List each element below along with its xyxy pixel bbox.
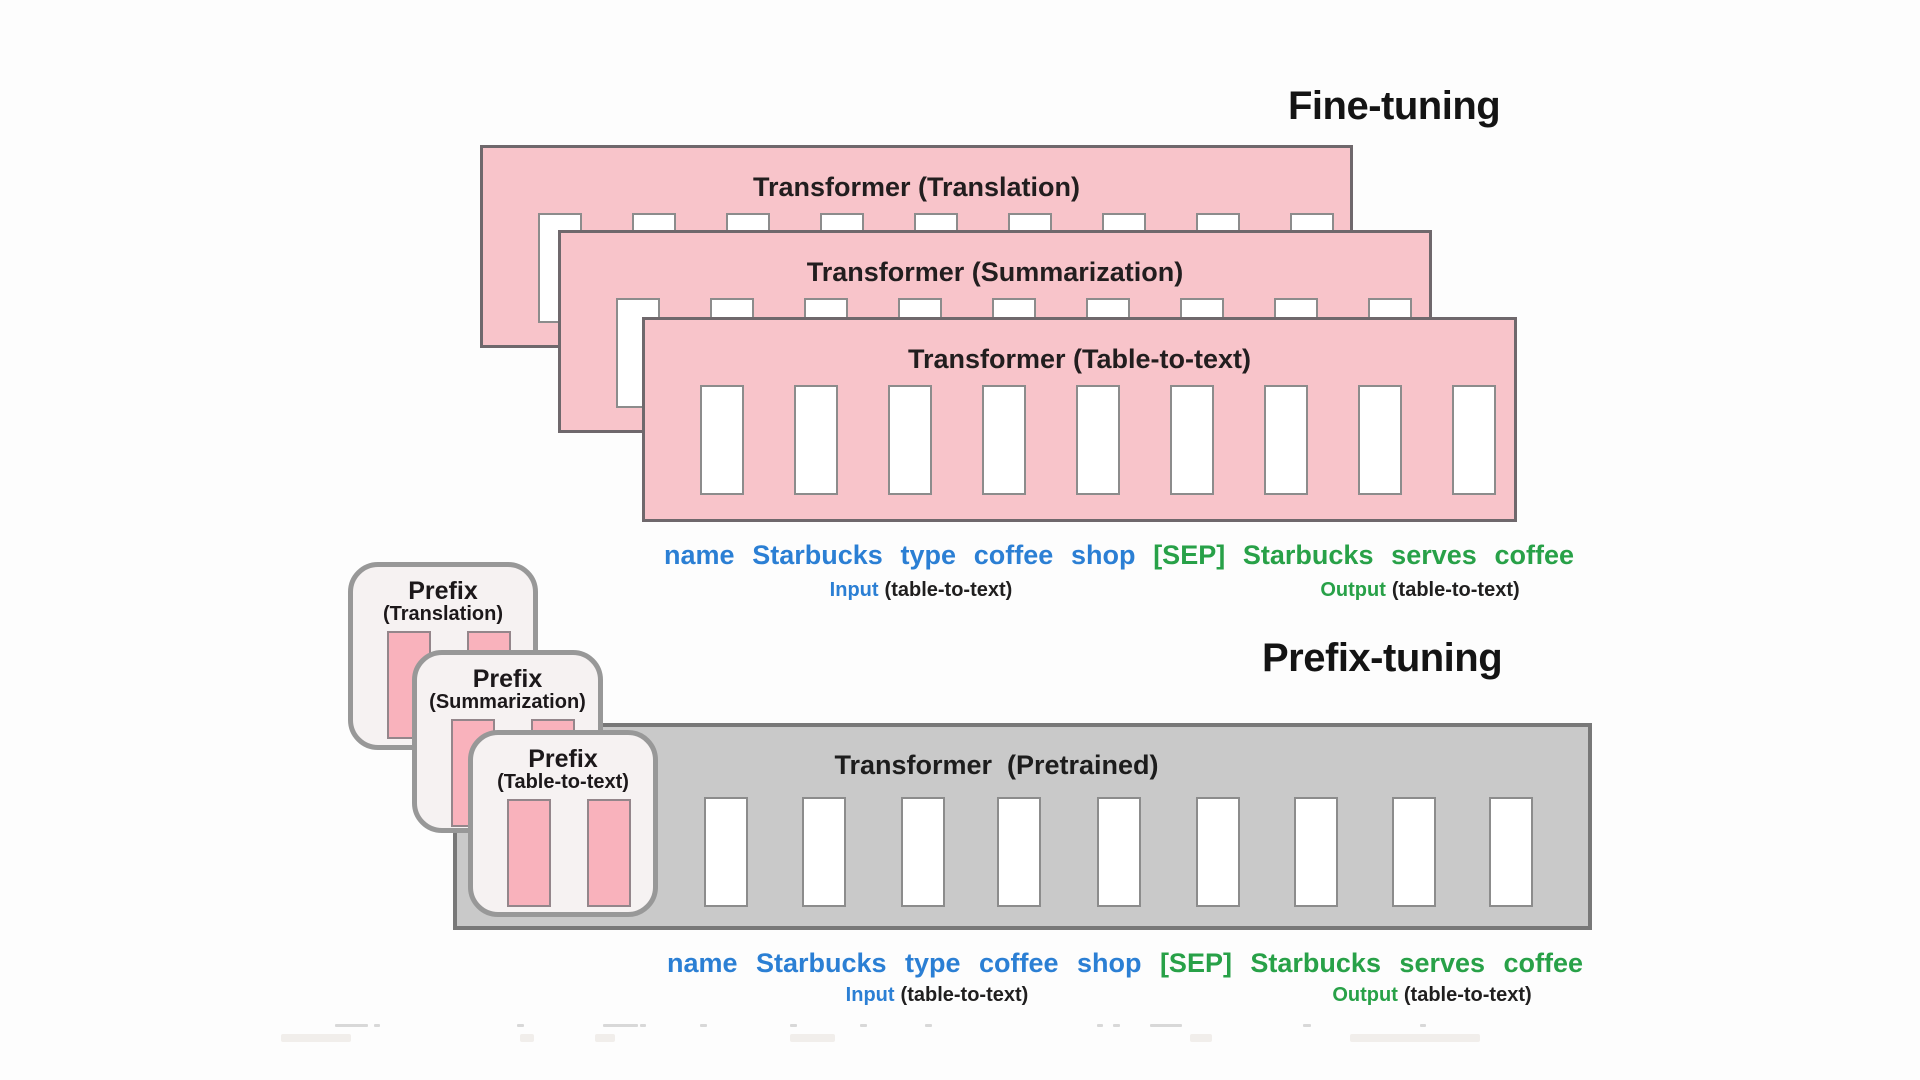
output-token: Starbucks — [1250, 948, 1381, 978]
input-token: type — [900, 540, 957, 570]
output-token: serves — [1391, 540, 1477, 570]
transformer-box-title: Transformer (Summarization) — [806, 257, 1184, 287]
pretrained-transformer-title: Transformer (Pretrained) — [834, 750, 1159, 780]
token-slot — [704, 797, 748, 907]
output-token: coffee — [1503, 948, 1583, 978]
task-caption: (table-to-text) — [900, 984, 1029, 1006]
task-caption: (table-to-text) — [1391, 579, 1520, 601]
task-caption: (table-to-text) — [884, 579, 1013, 601]
prefix-activation-slot — [507, 799, 551, 907]
prefix-card-subtitle: (Summarization) — [429, 691, 586, 714]
output-caption: Output(table-to-text) — [1320, 579, 1519, 602]
fine-tuning-heading: Fine-tuning — [1288, 84, 1501, 128]
caption-artifact — [790, 1024, 797, 1027]
caption-artifact — [520, 1034, 534, 1042]
token-row: name Starbucks type coffee shop [SEP] Starbuck… — [664, 540, 1574, 571]
caption-artifact — [1190, 1034, 1212, 1042]
token-row: name Starbucks type coffee shop [SEP] Starbuck… — [667, 948, 1583, 979]
token-slot — [700, 385, 744, 495]
token-slot — [1294, 797, 1338, 907]
caption-artifact — [640, 1024, 646, 1027]
prefix-activation-slot — [587, 799, 631, 907]
caption-artifact — [790, 1034, 835, 1042]
prefix-card-subtitle: (Table-to-text) — [497, 771, 629, 794]
caption-artifact — [700, 1024, 707, 1027]
input-caption: Input(table-to-text) — [846, 984, 1029, 1007]
caption-artifact — [517, 1024, 524, 1027]
output-caption-word: Output — [1332, 984, 1398, 1006]
caption-artifact — [595, 1034, 615, 1042]
caption-artifact — [1420, 1024, 1426, 1027]
token-slot — [1452, 385, 1496, 495]
caption-artifact — [335, 1024, 368, 1027]
token-slot — [888, 385, 932, 495]
token-slot — [1076, 385, 1120, 495]
input-caption-word: Input — [829, 579, 879, 601]
caption-artifact — [925, 1024, 932, 1027]
prefix-tuning-heading: Prefix-tuning — [1262, 636, 1503, 680]
token-slot — [982, 385, 1026, 495]
prefix-card-table-to-text: Prefix(Table-to-text) — [468, 730, 658, 917]
caption-artifact — [603, 1024, 638, 1027]
input-caption: Input(table-to-text) — [830, 579, 1013, 602]
prefix-card-title: Prefix — [408, 577, 478, 605]
prefix-card-subtitle: (Translation) — [382, 603, 503, 626]
prefix-card-title: Prefix — [528, 745, 598, 773]
token-slot — [794, 385, 838, 495]
caption-artifact — [1097, 1024, 1103, 1027]
output-token: serves — [1399, 948, 1486, 978]
token-slot — [1264, 385, 1308, 495]
input-token: name — [664, 540, 735, 570]
input-token: shop — [1076, 948, 1142, 978]
output-token: [SEP] — [1159, 948, 1232, 978]
token-slot — [1489, 797, 1533, 907]
caption-artifact — [1113, 1024, 1120, 1027]
input-token: name — [667, 948, 738, 978]
caption-artifact — [1303, 1024, 1311, 1027]
prefix-card-title: Prefix — [472, 665, 543, 693]
task-caption: (table-to-text) — [1403, 984, 1532, 1006]
output-caption-word: Output — [1320, 579, 1386, 601]
token-slot — [1196, 797, 1240, 907]
output-token: Starbucks — [1242, 540, 1374, 570]
token-slot — [1358, 385, 1402, 495]
input-token: coffee — [973, 540, 1054, 570]
token-slot — [1170, 385, 1214, 495]
input-token: Starbucks — [752, 540, 883, 570]
caption-artifact — [1150, 1024, 1182, 1027]
output-token: [SEP] — [1153, 540, 1226, 570]
output-caption: Output(table-to-text) — [1332, 984, 1531, 1007]
token-slot — [1097, 797, 1141, 907]
transformer-box-table-to-text: Transformer (Table-to-text) — [642, 317, 1517, 522]
input-token: type — [905, 948, 961, 978]
token-slot — [901, 797, 945, 907]
caption-artifact — [860, 1024, 867, 1027]
caption-artifact — [1350, 1034, 1480, 1042]
input-caption-word: Input — [845, 984, 895, 1006]
token-slot — [1392, 797, 1436, 907]
input-token: Starbucks — [756, 948, 887, 978]
input-token: coffee — [979, 948, 1059, 978]
input-token: shop — [1070, 540, 1136, 570]
output-token: coffee — [1494, 540, 1574, 570]
caption-artifact — [281, 1034, 351, 1042]
transformer-box-title: Transformer (Translation) — [752, 172, 1081, 202]
transformer-box-title: Transformer (Table-to-text) — [907, 344, 1252, 374]
caption-artifact — [374, 1024, 380, 1027]
token-slot — [802, 797, 846, 907]
token-slot — [997, 797, 1041, 907]
